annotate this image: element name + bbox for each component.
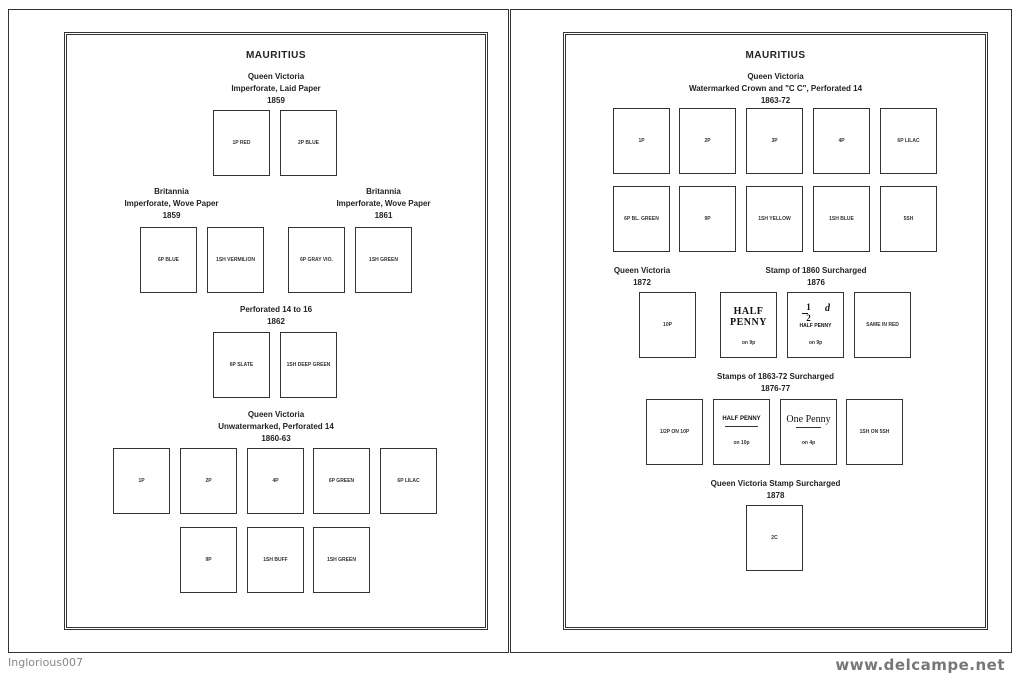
section-year: 1860-63 (261, 434, 291, 443)
section-heading: Britannia (366, 187, 401, 196)
stamp-space: 9p (180, 527, 237, 593)
stamp-space: 1sh Green (355, 227, 412, 293)
seller-watermark: Inglorious007 (8, 656, 83, 669)
stamp-space: 1sh on 5sh (846, 399, 903, 465)
page-title: MAURITIUS (245, 50, 307, 61)
overprint-underline (725, 426, 758, 427)
section-heading: Britannia (154, 187, 189, 196)
stamp-space: 5sh (880, 186, 937, 252)
overprint-text: HALF PENNY (722, 416, 761, 422)
stamp-space: 10p (639, 292, 696, 358)
section-heading: Queen Victoria (247, 410, 305, 419)
stamp-space-surcharged: HALF PENNY on 9p (720, 292, 777, 358)
stamp-space: 2p Blue (280, 110, 337, 176)
page-frame: MAURITIUS Queen Victoria Watermarked Cro… (563, 32, 988, 630)
album-page-left: MAURITIUS Queen Victoria Imperforate, La… (8, 9, 509, 653)
stamp-space-surcharged: HALF PENNY on 10p (713, 399, 770, 465)
section-subheading: Unwatermarked, Perforated 14 (218, 422, 334, 431)
stamp-space: 4p (247, 448, 304, 514)
site-watermark: www.delcampe.net (835, 656, 1005, 674)
overprint-text: HALF PENNY (799, 323, 832, 329)
section-year: 1859 (267, 96, 285, 105)
stamp-space: 6p Blue (140, 227, 197, 293)
section-heading: Queen Victoria (747, 72, 804, 81)
stamp-space: 1p Red (213, 110, 270, 176)
section-year: 1861 (374, 211, 393, 220)
overprint-text: PENNY (730, 317, 767, 328)
section-year: 1872 (633, 278, 651, 287)
section-subheading: Imperforate, Wove Paper (124, 199, 219, 208)
section-year: 1876-77 (760, 384, 791, 393)
stamp-space: 1sh Vermilion (207, 227, 264, 293)
fraction-bar (802, 313, 808, 314)
section-heading: Stamps of 1863-72 Surcharged (717, 372, 834, 381)
overprint-underline (796, 427, 821, 428)
section-heading: Queen Victoria (247, 72, 305, 81)
overprint-text: One Penny (786, 414, 831, 425)
overprint-d: d (825, 303, 830, 314)
stamp-space: 2p (180, 448, 237, 514)
page-title: MAURITIUS (745, 50, 806, 61)
section-subheading: Imperforate, Laid Paper (231, 84, 321, 93)
stamp-space: 1/2p on 10p (646, 399, 703, 465)
stamp-space: Same in Red (854, 292, 911, 358)
overprint-fraction-numerator: 1 (806, 302, 811, 312)
overprint-fraction-denominator: 2 (806, 313, 811, 323)
stamp-space: 2p (679, 108, 736, 174)
stamp-space: 1p (613, 108, 670, 174)
stamp-space: 6p Bl. Green (613, 186, 670, 252)
stamp-space-surcharged: One Penny on 4p (780, 399, 837, 465)
page-frame: MAURITIUS Queen Victoria Imperforate, La… (64, 32, 488, 630)
section-heading: Queen Victoria Stamp Surcharged (710, 479, 841, 488)
stamp-space: 1sh Deep Green (280, 332, 337, 398)
stamp-space: 4p (813, 108, 870, 174)
overprint-text: HALF (733, 306, 764, 317)
stamp-space-surcharged: 1 2 d HALF PENNY on 9p (787, 292, 844, 358)
stamp-space: 3p (746, 108, 803, 174)
stamp-space: 6p Slate (213, 332, 270, 398)
section-year: 1878 (766, 491, 785, 500)
stamp-space: 6p Gray Vio. (288, 227, 345, 293)
stamp-space: 6p Green (313, 448, 370, 514)
section-subheading: Watermarked Crown and "C C", Perforated … (688, 84, 863, 93)
section-year: 1859 (162, 211, 181, 220)
stamp-space: 1sh Green (313, 527, 370, 593)
stamp-space: 1sh Yellow (746, 186, 803, 252)
stamp-space: 1sh Buff (247, 527, 304, 593)
section-heading: Stamp of 1860 Surcharged (765, 266, 867, 275)
stamp-space: 2c (746, 505, 803, 571)
stamp-space: 6p Lilac (380, 448, 437, 514)
section-heading: Queen Victoria (613, 266, 671, 275)
section-year: 1876 (807, 278, 825, 287)
album-page-right: MAURITIUS Queen Victoria Watermarked Cro… (510, 9, 1012, 653)
section-year: 1863-72 (760, 96, 791, 105)
stamp-space: 6p Lilac (880, 108, 937, 174)
stamp-space: 1p (113, 448, 170, 514)
stamp-space: 9p (679, 186, 736, 252)
section-year: 1862 (267, 317, 285, 326)
stamp-space: 1sh Blue (813, 186, 870, 252)
section-heading: Perforated 14 to 16 (239, 305, 313, 314)
section-subheading: Imperforate, Wove Paper (336, 199, 431, 208)
